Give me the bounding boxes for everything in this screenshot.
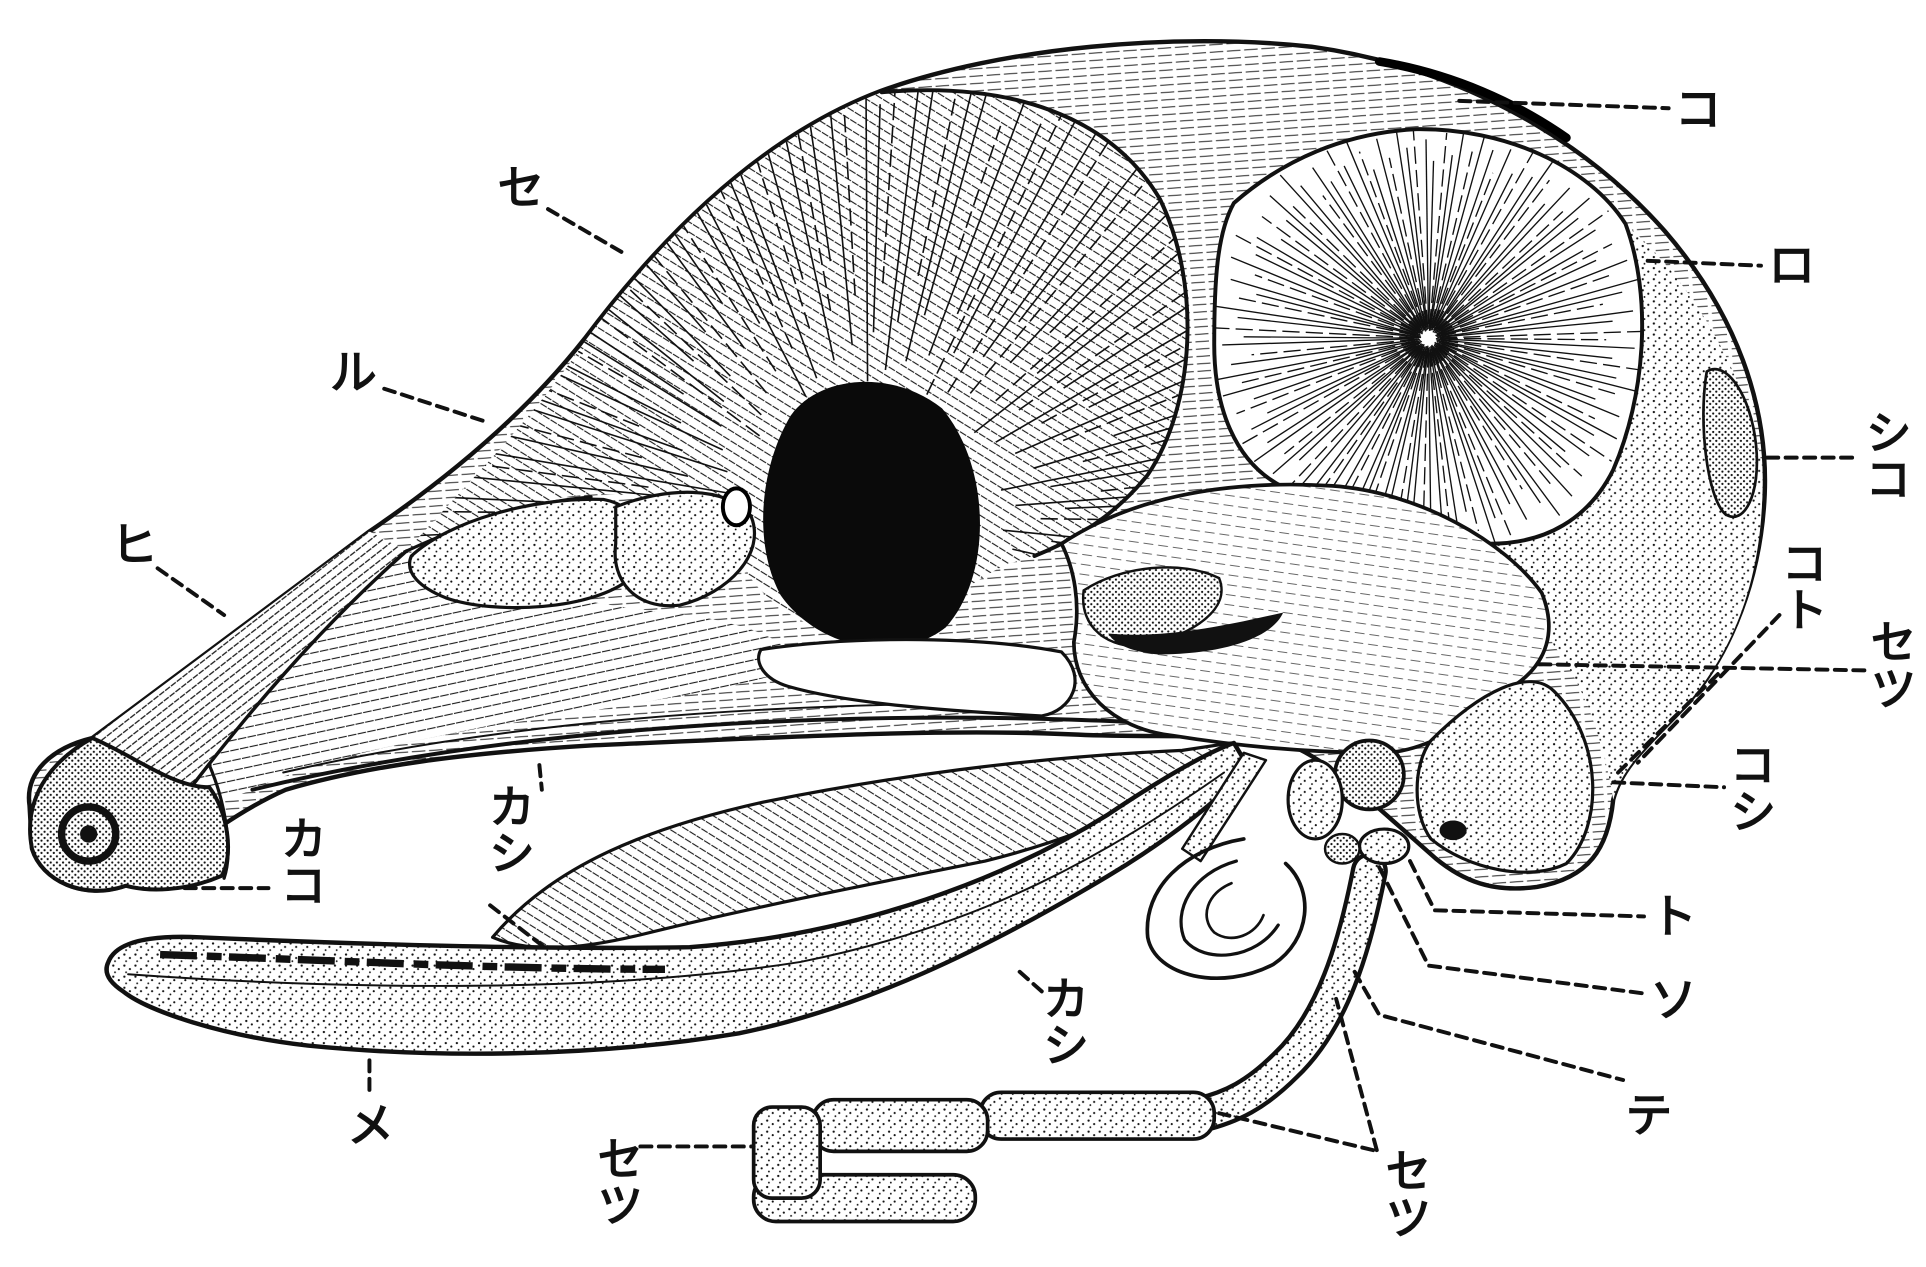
label-kashi-lower: カシ: [1035, 974, 1089, 1067]
label-koshi: コシ: [1722, 741, 1776, 834]
label-shiko: シコ: [1857, 408, 1911, 501]
label-hi: ヒ: [111, 519, 158, 573]
leader-setsu-bottom-a: [1336, 999, 1377, 1150]
label-kashi-mid: カシ: [480, 782, 534, 875]
label-ru: ル: [330, 347, 377, 401]
label-ko: コ: [1675, 83, 1722, 137]
label-so: ソ: [1650, 974, 1697, 1028]
label-se: セ: [498, 162, 545, 216]
leader-te: [1355, 972, 1623, 1080]
label-kako: カコ: [272, 814, 326, 907]
ear-opening: [1440, 820, 1467, 840]
label-me: メ: [347, 1100, 394, 1154]
hyoid-knob-left: [1288, 760, 1342, 839]
hyoid-knob-small: [1325, 834, 1359, 864]
hyoid-coil-inner: [1207, 883, 1264, 938]
leader-setsu-bottom-b: [1219, 1113, 1373, 1150]
label-ro: ロ: [1768, 240, 1815, 294]
optic-foramen: [723, 488, 750, 525]
leader-kashi-mid-top: [539, 765, 541, 790]
entoglossal-upright: [754, 1107, 820, 1198]
label-te: テ: [1626, 1090, 1673, 1144]
leader-koshi: [1613, 782, 1724, 787]
beak-tip-center: [80, 825, 97, 842]
label-setsu-left: セツ: [589, 1134, 643, 1227]
hyoid-knob-lower: [1360, 829, 1409, 863]
label-setsu-right: セツ: [1862, 618, 1916, 711]
hyoid-knob-large: [1335, 741, 1404, 810]
eye-socket: [763, 382, 980, 648]
basihyal: [813, 1100, 988, 1152]
leader-se: [548, 209, 622, 252]
leader-hi: [158, 568, 224, 615]
label-koto: コト: [1773, 539, 1827, 632]
hyoid-coil-outer: [1147, 839, 1305, 978]
leader-ru: [384, 389, 483, 421]
label-setsu-bottom: セツ: [1377, 1146, 1431, 1239]
basibranchial: [980, 1092, 1214, 1139]
hyoid-coil-middle: [1181, 861, 1278, 955]
label-to: ト: [1650, 890, 1697, 944]
